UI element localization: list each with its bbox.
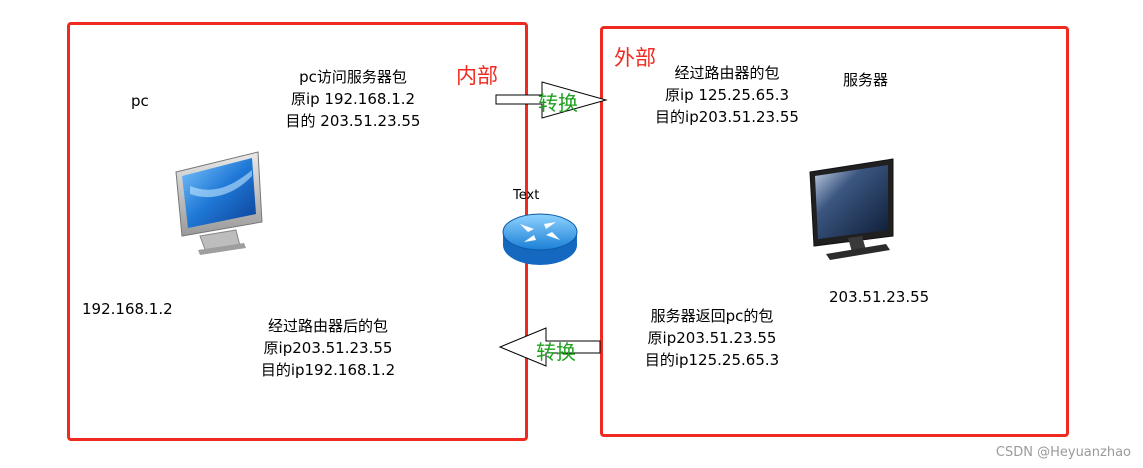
packet-line: 经过路由器的包 (674, 64, 780, 82)
packet-line: pc访问服务器包 (299, 68, 407, 86)
packet-line: 经过路由器后的包 (267, 317, 388, 335)
packet-line: 服务器返回pc的包 (650, 307, 774, 325)
packet-pc-to-server: pc访问服务器包 原ip 192.168.1.2 目的 203.51.23.55 (263, 66, 443, 132)
convert-label-bottom: 转换 (536, 340, 576, 364)
convert-label-top: 转换 (538, 91, 578, 115)
arrow-right-icon (495, 81, 608, 119)
server-label: 服务器 (843, 71, 889, 89)
pc-monitor-icon (175, 151, 263, 255)
packet-line: 原ip203.51.23.55 (263, 339, 393, 357)
router-icon (502, 213, 578, 265)
pc-label: pc (131, 92, 149, 110)
packet-line: 原ip 192.168.1.2 (290, 90, 416, 108)
packet-line: 目的ip192.168.1.2 (260, 361, 396, 379)
pc-ip-label: 192.168.1.2 (82, 300, 173, 318)
packet-line: 目的ip125.25.65.3 (644, 351, 780, 369)
packet-after-router-out: 经过路由器的包 原ip 125.25.65.3 目的ip203.51.23.55 (637, 62, 817, 128)
packet-line: 目的 203.51.23.55 (285, 112, 421, 130)
outer-network-zone (600, 26, 1069, 437)
outer-zone-label: 外部 (614, 46, 656, 70)
packet-line: 原ip203.51.23.55 (647, 329, 777, 347)
packet-server-return: 服务器返回pc的包 原ip203.51.23.55 目的ip125.25.65.… (622, 305, 802, 371)
packet-line: 原ip 125.25.65.3 (664, 86, 790, 104)
server-ip-label: 203.51.23.55 (829, 288, 930, 306)
packet-line: 目的ip203.51.23.55 (655, 108, 799, 126)
router-label: Text (513, 188, 540, 203)
packet-after-router-in: 经过路由器后的包 原ip203.51.23.55 目的ip192.168.1.2 (238, 315, 418, 381)
watermark: CSDN @Heyuanzhao (995, 445, 1131, 460)
inner-zone-label: 内部 (456, 64, 498, 88)
server-monitor-icon (809, 158, 894, 260)
arrow-left-icon (498, 327, 601, 367)
